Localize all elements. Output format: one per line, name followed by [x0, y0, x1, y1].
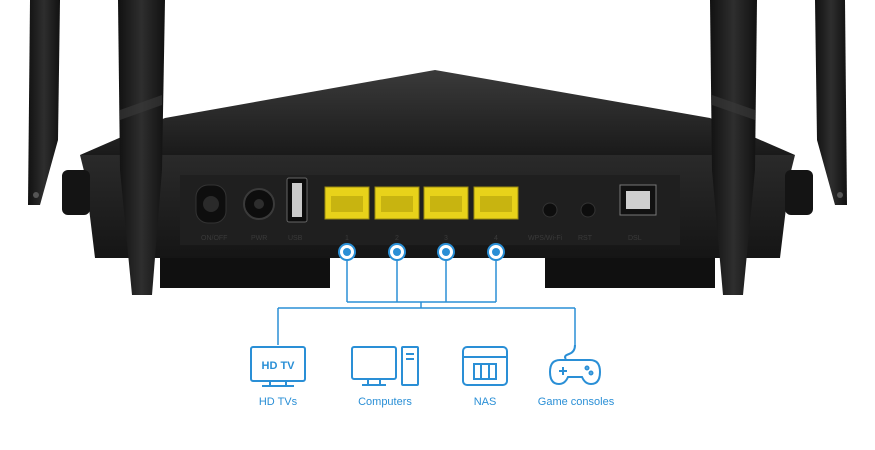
label-rst: RST	[578, 235, 593, 242]
lan-port-1	[324, 186, 370, 220]
port-markers	[338, 243, 505, 261]
lan-port-3	[423, 186, 469, 220]
usb-port	[286, 177, 308, 223]
device-label-game-consoles: Game consoles	[537, 396, 615, 408]
gamepad-icon	[548, 344, 602, 386]
label-lan-2: 2	[395, 235, 399, 242]
antenna-right-outer	[815, 0, 847, 205]
label-lan-4: 4	[494, 235, 498, 242]
antenna-right-inner	[710, 0, 757, 295]
label-onoff: ON/OFF	[201, 235, 227, 242]
label-lan-1: 1	[345, 235, 349, 242]
device-label-computers: Computers	[358, 396, 412, 408]
lan-port-2	[374, 186, 420, 220]
router-foot-left	[160, 258, 330, 288]
wps-button	[542, 202, 558, 218]
dsl-port	[619, 184, 657, 216]
rst-button	[580, 202, 596, 218]
connector-lines	[277, 258, 576, 345]
power-jack	[243, 188, 275, 220]
hinge-left	[62, 170, 90, 215]
lan-port-4	[473, 186, 519, 220]
hd-tv-icon-text: HD TV	[262, 360, 296, 372]
label-lan-3: 3	[444, 235, 448, 242]
label-wps: WPS/Wi-Fi	[528, 235, 563, 242]
router-foot-right	[545, 258, 715, 288]
device-label-hd-tvs: HD TVs	[258, 396, 298, 408]
label-usb: USB	[288, 235, 303, 242]
power-button	[195, 184, 227, 224]
hd-tv-icon	[250, 346, 306, 387]
device-label-nas: NAS	[473, 396, 497, 408]
antenna-left-inner	[118, 0, 165, 295]
hinge-right	[785, 170, 813, 215]
label-pwr: PWR	[251, 235, 267, 242]
label-dsl: DSL	[628, 235, 642, 242]
antenna-left-outer	[28, 0, 60, 205]
router-top	[80, 70, 795, 155]
computer-icon	[351, 346, 419, 386]
nas-icon	[462, 346, 508, 386]
